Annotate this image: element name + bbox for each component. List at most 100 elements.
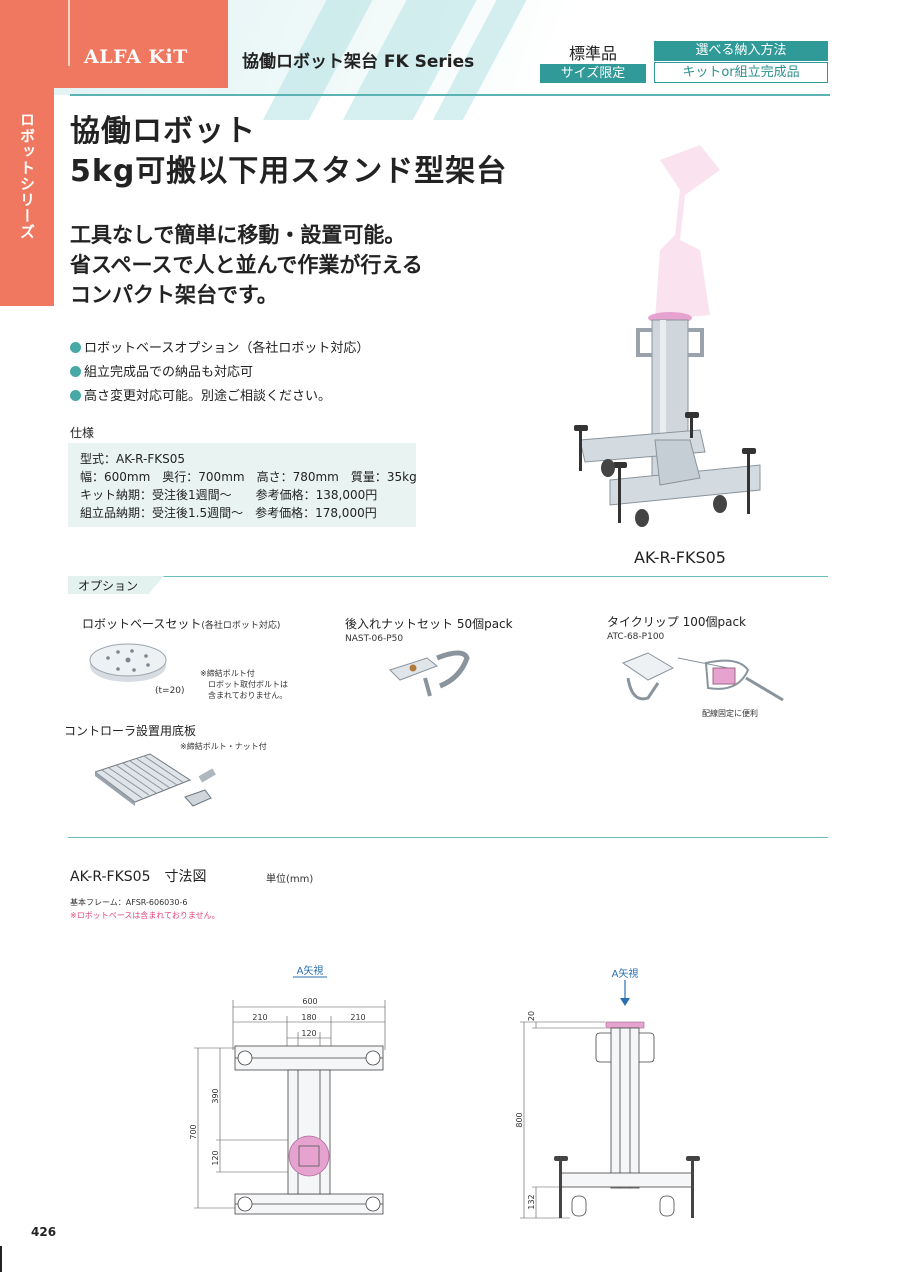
header-rule: [70, 94, 830, 96]
brand-divider: [68, 0, 70, 66]
spec-line: 幅：600mm 奥行：700mm 高さ：780mm 質量：35kg: [80, 470, 417, 484]
options-label: オプション: [78, 579, 139, 593]
page-edge-mark: [0, 1246, 2, 1272]
standard-sub-badge: サイズ限定: [540, 64, 646, 83]
plate-edge: [95, 772, 135, 806]
dimension-unit: 単位(mm): [266, 874, 314, 885]
nut-set-image: [389, 650, 470, 697]
side-dimension-lines: [520, 1021, 605, 1219]
column-footprint: [298, 1145, 320, 1167]
handle-left: [636, 328, 652, 357]
side-view-drawing: A矢視 800 20 132: [515, 967, 700, 1219]
spring-clip: [436, 650, 470, 689]
depth-lower-label: 120: [211, 1150, 220, 1165]
width-total-label: 600: [302, 997, 317, 1006]
base-set-title: ロボットベースセット: [82, 617, 202, 631]
base-set-title-sub: (各社ロボット対応): [201, 621, 281, 631]
clip-hook: [626, 677, 660, 701]
delivery-label-badge: 選べる納入方法: [654, 41, 828, 61]
controller-plate-note: ※締結ボルト・ナット付: [180, 742, 267, 751]
width-inner-label: 120: [301, 1029, 316, 1038]
controller-plate-image: [95, 753, 216, 807]
robot-base-image: [89, 643, 167, 682]
depth-upper-label: 390: [211, 1088, 220, 1103]
cable-bundle: [712, 667, 736, 685]
tie-loop: [704, 659, 750, 690]
side-view-feet: [554, 1156, 700, 1218]
spec-heading: 仕様: [70, 426, 95, 440]
dimension-rule: [68, 837, 828, 838]
base-set-note: ※締結ボルト付 ロボット取付ボルトは 含まれておりません。: [200, 668, 288, 701]
leveling-feet: [574, 412, 756, 523]
width-right-label: 210: [350, 1013, 365, 1022]
depth-total-label: 700: [190, 1124, 198, 1139]
controller-plate-title: コントローラ設置用底板: [64, 724, 197, 738]
tie-clip-image: [621, 652, 784, 702]
view-a-arrow-label: A矢視: [612, 967, 639, 980]
bolt: [198, 768, 216, 783]
height-bottom-label: 132: [527, 1194, 536, 1209]
plate-holes: [106, 649, 150, 672]
view-a-arrow-head: [620, 998, 630, 1006]
width-center-label: 180: [301, 1013, 316, 1022]
nut-set-code: NAST-06-P50: [345, 634, 404, 644]
catchcopy-line: 省スペースで人と並んで作業が行える: [70, 252, 423, 277]
thickness-label: (t=20): [155, 686, 185, 696]
base-bar-center: [654, 439, 701, 486]
robot-arm-silhouette: [655, 145, 720, 320]
side-view-frame: [559, 1027, 693, 1189]
feature-text: 高さ変更対応可能。別途ご相談ください。: [84, 389, 332, 404]
standard-label: 標準品: [568, 44, 617, 63]
dimension-lines: [194, 1000, 386, 1209]
tie-clip-code: ATC-68-P100: [607, 632, 665, 642]
options-tab: [68, 576, 164, 594]
spec-line: 型式：AK-R-FKS05: [80, 452, 185, 466]
brand-logo: ALFA KiT: [84, 46, 188, 68]
stand-product-image: [574, 145, 761, 527]
tie-clip-title: タイクリップ 100個pack: [607, 615, 746, 629]
robot-base-footprint: [288, 1135, 330, 1177]
series-title: 協働ロボット架台 FK Series: [242, 52, 475, 72]
exclusion-note: ※ロボットベースは含まれておりません。: [70, 911, 220, 920]
side-pink-plate: [605, 1021, 645, 1029]
column-highlight: [660, 320, 666, 480]
tie-clip-note: 配線固定に便利: [702, 709, 758, 718]
tie-strap: [677, 657, 729, 669]
page-title: 協働ロボット 5kg可搬以下用スタンド型架台: [70, 112, 507, 192]
frame-note: 基本フレーム：AFSR-606030-6: [70, 898, 188, 907]
view-a-label: A矢視: [297, 964, 324, 977]
top-view-drawing: A矢視 600 210 180 210 120 700 390 120: [190, 964, 386, 1215]
top-view-frame: [234, 1045, 384, 1215]
spec-line: キット納期：受注後1週間～ 参考価格：138,000円: [80, 488, 378, 502]
height-top-label: 20: [527, 1011, 536, 1021]
page-title-line: 5kg可搬以下用スタンド型架台: [70, 154, 508, 189]
side-tab-label: ロボットシリーズ: [18, 112, 36, 240]
note-line: ロボット取付ボルトは: [208, 680, 288, 689]
brand-block: [0, 0, 228, 88]
plate-grooves: [101, 755, 185, 799]
feature-text: 組立完成品での納品も対応可: [84, 365, 254, 380]
spec-line: 組立品納期：受注後1.5週間～ 参考価格：178,000円: [80, 506, 377, 520]
option-title: ロボットベースセット(各社ロボット対応): [82, 615, 280, 632]
catchcopy-line: 工具なしで簡単に移動・設置可能。: [70, 222, 406, 247]
feature-text: ロボットベースオプション（各社ロボット対応）: [84, 341, 370, 356]
spec-box: [68, 443, 416, 527]
note-line: ※締結ボルト付: [200, 669, 255, 678]
nut-hole: [409, 664, 417, 672]
width-left-label: 210: [252, 1013, 267, 1022]
base-bar-front: [609, 464, 761, 506]
delivery-sub-badge: キットor組立完成品: [654, 62, 828, 83]
catchcopy: 工具なしで簡単に移動・設置可能。 省スペースで人と並んで作業が行える コンパクト…: [70, 220, 423, 310]
note-line: 含まれておりません。: [208, 691, 288, 700]
top-view-feet: [237, 1050, 381, 1212]
bullet-dot: [70, 342, 81, 353]
catchcopy-line: コンパクト架台です。: [70, 282, 278, 307]
spring-leg: [423, 677, 432, 697]
bullet-dot: [70, 390, 81, 401]
handle-right: [688, 328, 704, 357]
product-code-caption: AK-R-FKS05: [634, 548, 726, 567]
side-view-casters: [571, 1195, 675, 1217]
feature-item: 高さ変更対応可能。別途ご相談ください。: [70, 385, 331, 404]
options-rule: [68, 576, 828, 577]
nut-set-title: 後入れナットセット 50個pack: [345, 617, 513, 631]
